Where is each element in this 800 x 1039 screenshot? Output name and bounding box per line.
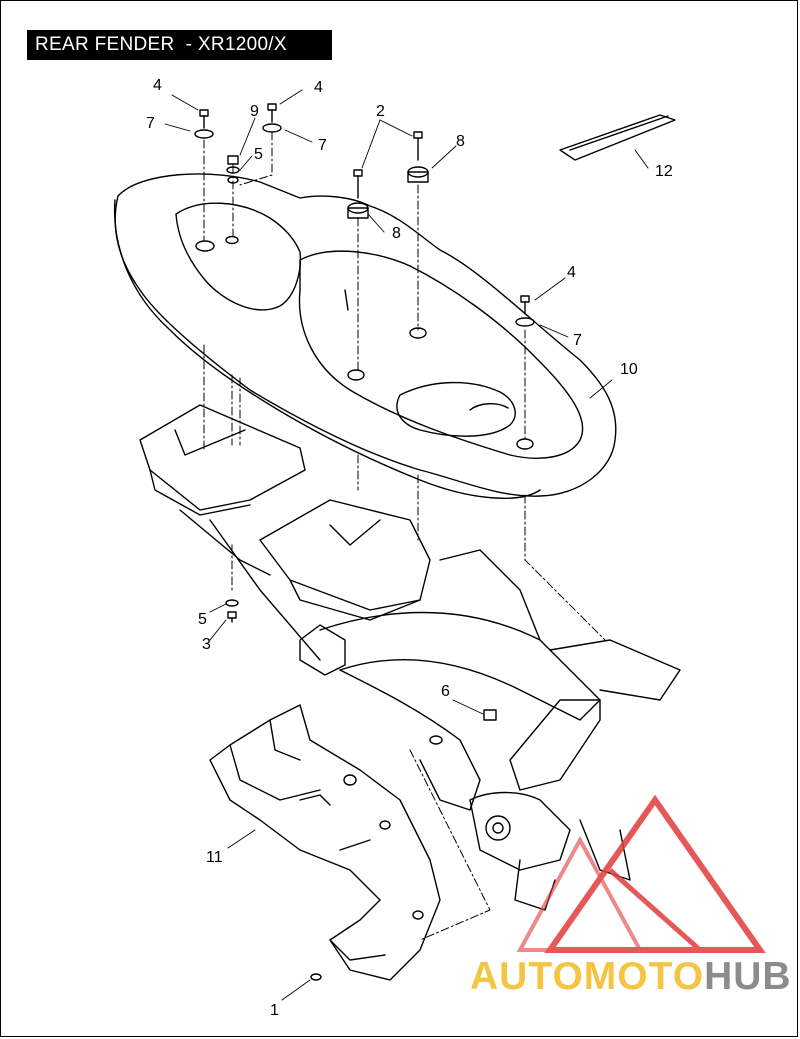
inner-fender-part	[209, 704, 441, 981]
callout-7-top-mid: 7	[318, 137, 327, 154]
callout-4-right: 4	[567, 264, 576, 281]
callout-9: 9	[250, 103, 259, 120]
callout-7-top-left: 7	[146, 115, 155, 132]
callout-11: 11	[206, 849, 223, 866]
watermark-text: AUTOMOTOHUB	[470, 955, 792, 999]
callout-5-top: 5	[254, 146, 263, 163]
callout-7-right: 7	[573, 332, 582, 349]
watermark-text-a: AUTOMOTO	[470, 955, 705, 998]
adhesive-strip-part	[559, 114, 676, 161]
watermark-logo	[516, 794, 766, 953]
seat-part	[113, 173, 617, 499]
callout-4-top-mid: 4	[314, 79, 323, 96]
watermark-text-b: HUB	[704, 955, 792, 998]
callout-10: 10	[620, 361, 638, 378]
callout-12: 12	[655, 163, 673, 180]
callout-4-top-left: 4	[153, 77, 162, 94]
callout-8-left: 8	[392, 225, 401, 242]
callout-6: 6	[441, 683, 450, 700]
callout-3: 3	[202, 636, 211, 653]
callout-5-bottom: 5	[198, 611, 207, 628]
frame-part	[139, 404, 681, 911]
callout-8-right: 8	[456, 133, 465, 150]
hardware-parts	[194, 103, 535, 981]
callout-1: 1	[270, 1002, 279, 1019]
callout-2: 2	[376, 103, 385, 120]
diagram-title: REAR FENDER - XR1200/X	[27, 30, 332, 60]
